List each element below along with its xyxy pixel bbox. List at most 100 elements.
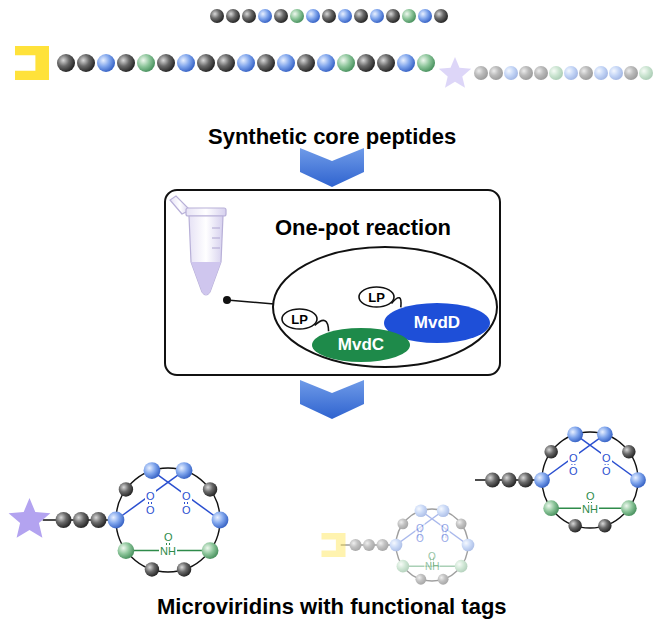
residue-ball (377, 54, 395, 72)
residue-ball (630, 472, 646, 488)
functional-tag (9, 498, 51, 538)
atom-label: NH (159, 545, 177, 557)
residue-ball (363, 539, 375, 551)
residue-ball (390, 539, 403, 552)
residue-ball (639, 66, 653, 80)
residue-ball (144, 462, 161, 479)
residue-ball (434, 9, 448, 23)
node-label: LP (368, 290, 385, 305)
ring-backbone (116, 468, 220, 572)
reaction-oval (273, 247, 497, 367)
residue-ball (489, 66, 503, 80)
box-heading: One-pot reaction (275, 215, 451, 241)
atom-label: NH (424, 561, 440, 572)
residue-ball (456, 518, 467, 529)
residue-ball (594, 66, 608, 80)
residue-ball (621, 500, 637, 516)
residue-ball (622, 445, 636, 459)
peptide-chain (474, 66, 653, 80)
residue-ball (504, 66, 518, 80)
atom-label: O (440, 533, 450, 544)
node-label: LP (291, 312, 308, 327)
peptide-chain (210, 9, 448, 23)
residue-ball (226, 9, 240, 23)
residue-ball (357, 54, 375, 72)
functional-tag (15, 46, 49, 80)
residue-ball (277, 54, 295, 72)
residue-ball (197, 54, 215, 72)
residue-ball (258, 9, 272, 23)
atom-label: O (585, 490, 596, 502)
residue-ball (177, 562, 191, 576)
residue-ball (549, 66, 563, 80)
residue-ball (397, 54, 415, 72)
residue-ball (317, 54, 335, 72)
residue-ball (274, 9, 288, 23)
residue-ball (462, 539, 475, 552)
residue-ball (145, 562, 159, 576)
residue-ball (176, 462, 193, 479)
residue-ball (519, 66, 533, 80)
bracket-tag (322, 533, 346, 557)
flow-arrow (300, 148, 364, 187)
atom-label: O (601, 465, 612, 477)
residue-ball (56, 512, 72, 528)
atom-label: NH (581, 503, 599, 515)
residue-ball (157, 54, 175, 72)
residue-ball (579, 66, 593, 80)
residue-ball (415, 574, 426, 585)
functional-tag (182, 15, 210, 29)
residue-ball (418, 9, 432, 23)
peptide-chain (57, 54, 435, 72)
residue-ball (502, 473, 517, 488)
residue-ball (415, 504, 428, 517)
residue-ball (354, 9, 368, 23)
residue-ball (290, 9, 304, 23)
residue-ball (474, 66, 488, 80)
bracket-tag (15, 46, 49, 80)
residue-ball (370, 9, 384, 23)
residue-ball (564, 66, 578, 80)
residue-ball (212, 512, 229, 529)
atom-label: O (568, 465, 579, 477)
residue-ball (386, 9, 400, 23)
residue-ball (397, 560, 410, 573)
residue-ball (402, 9, 416, 23)
caption-text: Microviridins with functional tags (157, 594, 507, 620)
atom-label: O (181, 504, 192, 516)
atom-label: O (145, 504, 156, 516)
ring-backbone (396, 509, 468, 581)
node-label: MvdC (338, 335, 384, 355)
reaction-box (165, 190, 500, 375)
functional-tag (439, 57, 471, 88)
residue-ball (237, 54, 255, 72)
residue-ball (485, 473, 500, 488)
residue-ball (242, 9, 256, 23)
leader-peptide: LP (358, 286, 395, 308)
star-tag (439, 57, 471, 88)
title-text: Synthetic core peptides (208, 124, 456, 150)
residue-ball (337, 54, 355, 72)
residue-ball (97, 54, 115, 72)
residue-ball (437, 504, 450, 517)
residue-ball (338, 9, 352, 23)
atom-label: O (145, 490, 156, 502)
microviridin (341, 504, 475, 584)
residue-ball (598, 519, 612, 533)
residue-ball (534, 66, 548, 80)
residue-ball (119, 482, 133, 496)
microviridin (43, 462, 229, 577)
residue-ball (306, 9, 320, 23)
residue-ball (257, 54, 275, 72)
residue-ball (202, 542, 219, 559)
residue-ball (350, 539, 362, 551)
residue-ball (118, 542, 135, 559)
functional-tag (322, 533, 346, 557)
residue-ball (417, 54, 435, 72)
residue-ball (203, 482, 217, 496)
atom-label: O (181, 490, 192, 502)
residue-ball (137, 54, 155, 72)
residue-ball (217, 54, 235, 72)
